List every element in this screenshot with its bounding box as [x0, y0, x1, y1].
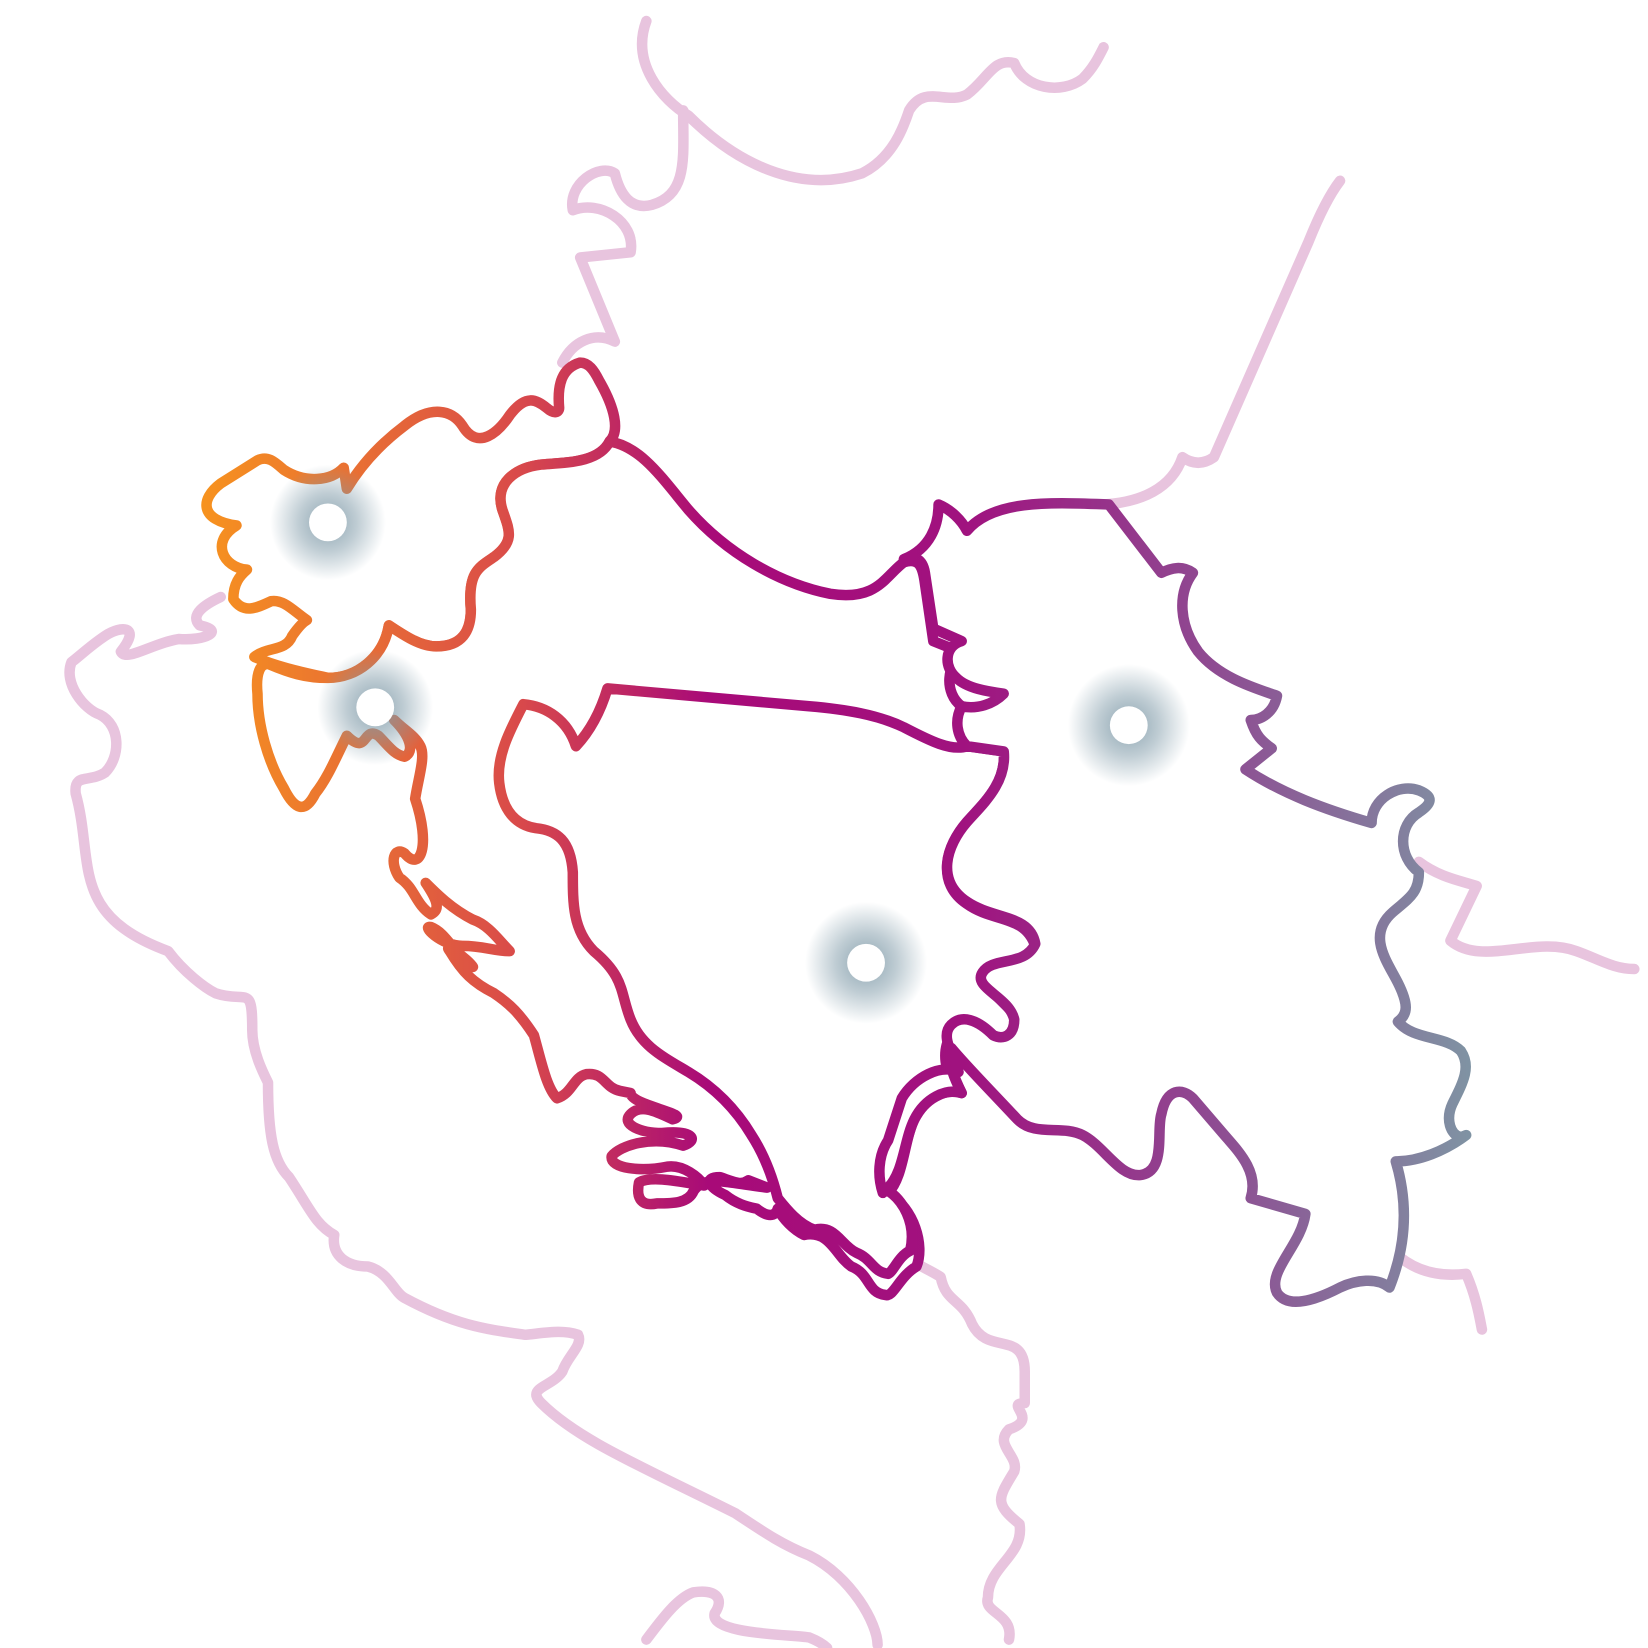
neighbor-border-west — [64, 591, 883, 1648]
neighbor-border-north — [636, 15, 1109, 186]
regions — [201, 357, 1472, 1307]
marker-1[interactable] — [270, 464, 386, 581]
marker-dot[interactable] — [847, 943, 885, 982]
neighbor-border-south — [893, 1240, 1030, 1645]
neighbor-border-east — [1413, 856, 1640, 975]
markers — [270, 464, 1190, 1024]
neighbor-border-south-2 — [641, 1586, 833, 1648]
marker-4[interactable] — [805, 901, 927, 1024]
marker-dot[interactable] — [309, 503, 347, 542]
neighbor-border-north-2 — [557, 105, 689, 368]
marker-dot[interactable] — [1109, 706, 1148, 745]
marker-2[interactable] — [317, 649, 434, 766]
neighbor-border-northeast — [1098, 175, 1346, 510]
neighbor-borders — [64, 15, 1640, 1648]
region-4[interactable] — [874, 498, 1472, 1307]
neighbor-border-southeast — [1387, 1245, 1488, 1335]
marker-dot[interactable] — [356, 688, 395, 727]
marker-3[interactable] — [1067, 664, 1190, 787]
